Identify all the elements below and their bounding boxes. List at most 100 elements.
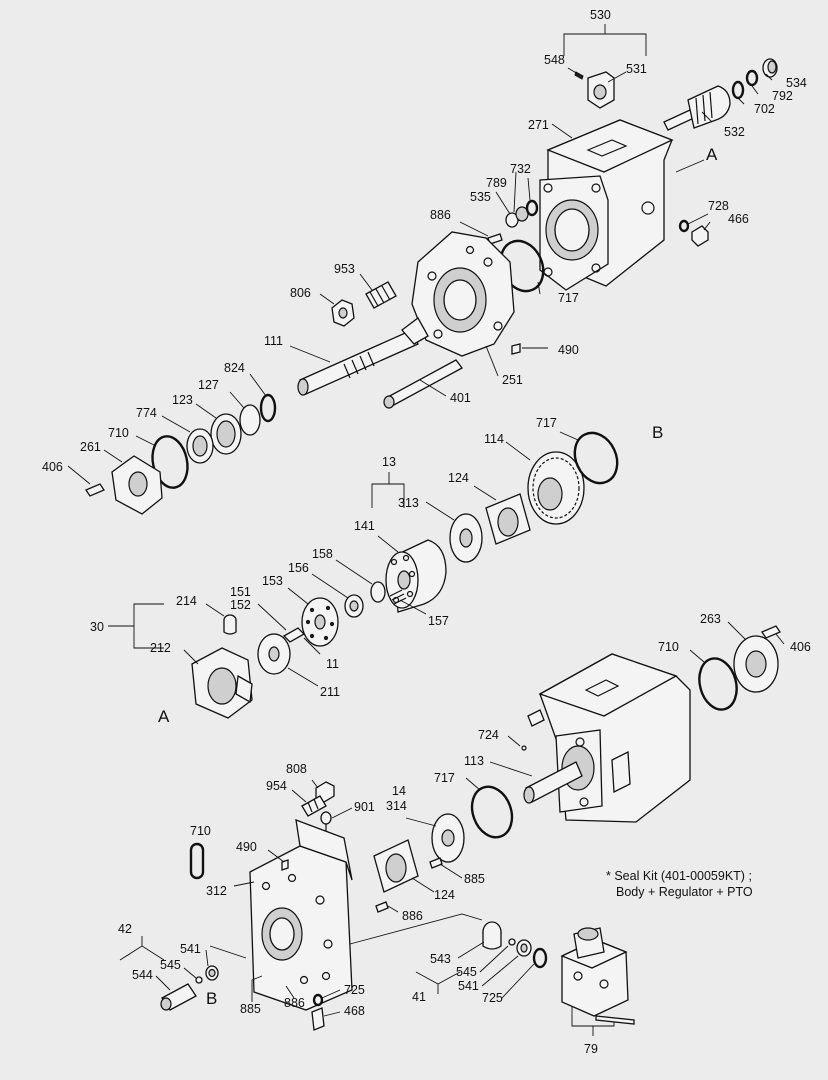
label-774: 774 <box>136 406 157 420</box>
link-line <box>349 913 483 945</box>
label-490-bottom: 490 <box>236 840 257 854</box>
part-214 <box>223 614 237 635</box>
part-114-gear <box>527 451 585 525</box>
part-724 <box>521 745 527 751</box>
label-312: 312 <box>206 884 227 898</box>
label-153: 153 <box>262 574 283 588</box>
part-263-cover <box>733 635 779 693</box>
label-271: 271 <box>528 118 549 132</box>
part-124-bottom <box>373 839 419 893</box>
part-725-left <box>312 993 324 1007</box>
part-313-plate <box>449 513 483 563</box>
label-313: 313 <box>398 496 419 510</box>
part-732 <box>525 199 539 217</box>
bracket-42 <box>119 936 165 961</box>
part-953 <box>365 281 397 309</box>
label-A-top: A <box>706 145 718 164</box>
label-717-mid: 717 <box>536 416 557 430</box>
part-710-bottom <box>189 842 205 880</box>
part-774-seal <box>186 428 214 464</box>
label-530: 530 <box>590 8 611 22</box>
part-710-left <box>151 435 189 489</box>
part-541-left <box>205 965 219 981</box>
bracket-30 <box>108 603 164 649</box>
label-792: 792 <box>772 89 793 103</box>
label-30: 30 <box>90 620 104 634</box>
label-42: 42 <box>118 922 132 936</box>
part-490-bottom <box>281 859 289 871</box>
label-886-top: 886 <box>430 208 451 222</box>
label-531: 531 <box>626 62 647 76</box>
label-263: 263 <box>700 612 721 626</box>
label-545-left: 545 <box>160 958 181 972</box>
label-725-left: 725 <box>344 983 365 997</box>
bracket-41 <box>415 971 461 994</box>
label-535: 535 <box>470 190 491 204</box>
label-710-left: 710 <box>108 426 129 440</box>
part-141-cylinder <box>385 539 447 613</box>
label-885-right: 885 <box>464 872 485 886</box>
seal-kit-note-line1: * Seal Kit (401-00059KT) ; <box>606 869 752 883</box>
part-211 <box>257 633 291 675</box>
part-79-valve <box>560 927 635 1036</box>
part-153 <box>301 597 339 647</box>
part-113-shaft <box>523 761 583 804</box>
label-710-right: 710 <box>658 640 679 654</box>
label-127: 127 <box>198 378 219 392</box>
part-271-body <box>539 119 674 291</box>
seal-kit-note: * Seal Kit (401-00059KT) ; Body + Regula… <box>606 868 753 900</box>
label-406-left: 406 <box>42 460 63 474</box>
label-157: 157 <box>428 614 449 628</box>
label-11: 11 <box>326 657 339 671</box>
part-151-152 <box>282 627 306 643</box>
part-728 <box>678 219 690 233</box>
label-789: 789 <box>486 176 507 190</box>
label-808: 808 <box>286 762 307 776</box>
label-B-top: B <box>652 423 664 442</box>
label-261: 261 <box>80 440 101 454</box>
leader-lines <box>67 67 785 1017</box>
part-127 <box>239 404 261 436</box>
part-158 <box>370 581 386 603</box>
label-113: 113 <box>464 754 484 768</box>
bracket-13 <box>371 472 405 508</box>
label-156: 156 <box>288 561 309 575</box>
label-534: 534 <box>786 76 807 90</box>
part-312-block <box>249 819 353 1011</box>
part-261-cover <box>111 455 163 515</box>
part-725-right <box>532 947 548 969</box>
label-468: 468 <box>344 1004 365 1018</box>
label-544: 544 <box>132 968 153 982</box>
label-B-bottom: B <box>206 989 218 1008</box>
label-13: 13 <box>382 455 396 469</box>
bracket-530 <box>563 24 647 56</box>
part-468 <box>311 1007 325 1031</box>
label-14: 14 <box>392 784 406 798</box>
part-954 <box>301 795 327 817</box>
part-543 <box>482 921 502 950</box>
label-543: 543 <box>430 952 451 966</box>
part-157 <box>389 589 407 605</box>
part-541-right <box>516 939 532 957</box>
label-314: 314 <box>386 799 407 813</box>
part-466 <box>691 225 709 247</box>
label-41: 41 <box>412 990 426 1004</box>
label-406-right: 406 <box>790 640 811 654</box>
part-124-mid <box>485 493 531 545</box>
part-406-right <box>761 625 781 639</box>
label-212: 212 <box>150 641 171 655</box>
label-214: 214 <box>176 594 197 608</box>
label-401: 401 <box>450 391 471 405</box>
part-156 <box>344 594 364 618</box>
label-886-bottom: 886 <box>402 909 423 923</box>
part-111-shaft <box>297 317 429 396</box>
label-158: 158 <box>312 547 333 561</box>
label-724: 724 <box>478 728 499 742</box>
label-211: 211 <box>320 685 340 699</box>
label-702: 702 <box>754 102 775 116</box>
label-123: 123 <box>172 393 193 407</box>
part-824 <box>259 393 277 423</box>
part-544 <box>160 983 197 1011</box>
